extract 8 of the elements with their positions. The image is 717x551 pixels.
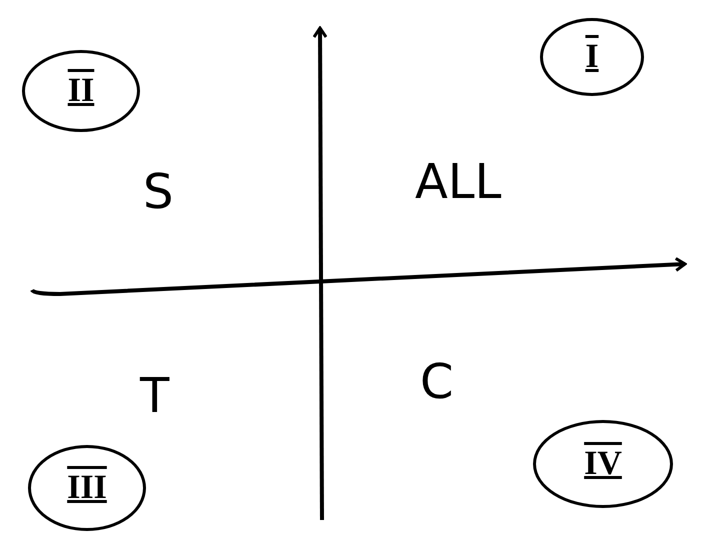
quadrant-letter: ALL [415, 158, 502, 206]
quadrant-letter: S [143, 168, 174, 216]
numeral-circle: II [22, 50, 140, 132]
numeral-circle: I [540, 18, 644, 96]
quadrant-letter: C [420, 358, 454, 406]
numeral-circle: III [28, 445, 146, 531]
numeral-circle: IV [533, 420, 673, 508]
quadrant-letter: T [140, 372, 170, 420]
